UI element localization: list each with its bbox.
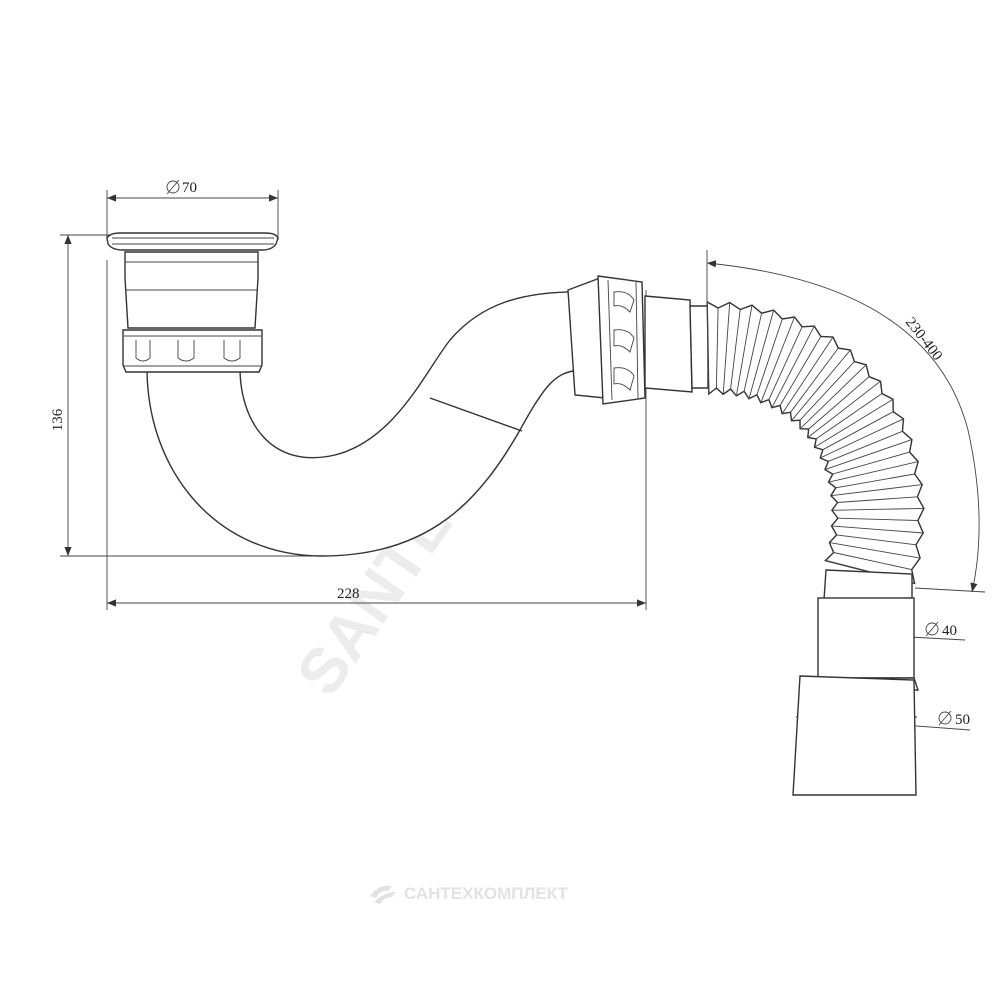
hose-rib (760, 316, 795, 403)
hose-rib (715, 307, 719, 389)
hose-rib (837, 496, 918, 503)
right-union-nut (597, 275, 646, 405)
watermark-footer-text: САНТЕХКОМПЛЕКТ (404, 884, 569, 903)
brand-logo-icon (370, 885, 396, 904)
hose-rib (822, 411, 894, 451)
watermark-footer: САНТЕХКОМПЛЕКТ (370, 884, 569, 904)
hose-rib (791, 349, 851, 421)
diameter-symbol-icon (166, 179, 180, 195)
tube-joint-line (429, 397, 523, 432)
outlet-socket-diameter-label: 50 (955, 712, 970, 728)
diameter-symbol-icon (925, 621, 939, 637)
hose-rib (828, 461, 919, 483)
width-label: 228 (337, 586, 360, 602)
hose-adapter (644, 295, 693, 393)
hose-rib (790, 347, 839, 413)
hose-rib (835, 473, 915, 489)
outlet-sockets (792, 569, 919, 796)
hose-rib (730, 309, 741, 390)
hose-rib (748, 309, 775, 399)
union-nut (122, 329, 263, 373)
hose-rib (771, 325, 815, 408)
hose-rib (735, 305, 753, 396)
hose-rib (830, 484, 923, 497)
hose-rib (743, 313, 763, 392)
siphon-body (106, 232, 709, 557)
hose-length-label-group: 230-400 (902, 315, 945, 364)
hose-rib (829, 542, 921, 559)
hose-rib (832, 451, 910, 475)
hose-rib (828, 430, 903, 462)
hose-rib (799, 364, 867, 430)
outlet-40-socket (817, 597, 915, 679)
hose-rib (799, 361, 855, 421)
hose-rib (833, 552, 912, 571)
hose-outlet-diameter-label: 40 (942, 623, 957, 639)
hose-rib (837, 517, 918, 521)
hose-rib (781, 336, 834, 414)
hose-rib (820, 418, 904, 459)
height-label-group: 136 (50, 408, 66, 431)
hose-rib (814, 398, 894, 448)
hose-rib (815, 393, 883, 440)
hose-rib (808, 376, 870, 430)
diameter-symbol-icon (938, 710, 952, 726)
hose-cuff (823, 569, 913, 601)
hose-rib (722, 302, 731, 395)
hose-rib (824, 439, 913, 471)
hose-rib (831, 525, 924, 534)
flange-diameter-label: 70 (182, 180, 197, 196)
hose-length-label: 230-400 (902, 315, 945, 364)
hose-rib (779, 336, 822, 406)
hose-rib (831, 507, 924, 511)
hose-outline (706, 300, 925, 585)
hose-rib (836, 534, 917, 546)
top-flange (106, 232, 279, 251)
hose-rib (807, 380, 881, 438)
outlet-50-socket (792, 675, 917, 796)
height-label: 136 (50, 408, 66, 431)
corrugated-hose (706, 300, 925, 585)
hose-rib (756, 318, 783, 395)
hose-rib (768, 326, 803, 400)
hose-rib (706, 301, 710, 395)
